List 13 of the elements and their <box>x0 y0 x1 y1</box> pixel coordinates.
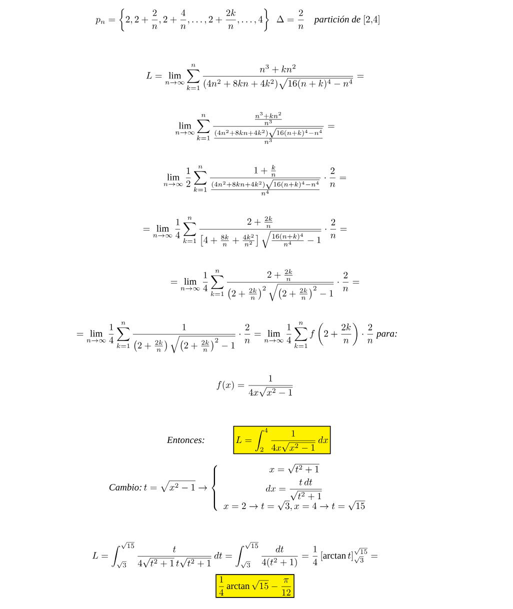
math-formula: $\textit{Cambio:}\,t=\sqrt{x^2-1}\to\left\{\begin{array}{c}x=\sqrt{t^2+1}\\[3pt] dx=\dfrac{t\,dt}{\sqrt{t^2+1}}\\[3pt] x=2\to t=\sqrt{3},x=4\to t=\sqrt{15}\end{array}\right.$ <box>110 464 366 511</box>
math-formula: $=\lim\limits_{n\to\infty}\frac{1}{4}\sum_{k=1}^{n}\frac{2+\frac{2k}{n}}{\left[4+\frac{8k}{n}+\frac{4k^2}{n^2}\right]\sqrt{\frac{16(n+k)^4}{n^4}-1}}\cdot\frac{2}{n}=$ <box>143 216 347 248</box>
math-formula: $=\lim\limits_{n\to\infty}\frac{1}{4}\sum_{k=1}^{n}\frac{2+\frac{2k}{n}}{\left(2+\frac{2k}{n}\right)^2\sqrt{\left(2+\frac{2k}{n}\right)^2-1}}\cdot\frac{2}{n}=$ <box>170 269 360 302</box>
math-formula: $\textit{Entonces:}$ <box>166 436 204 444</box>
math-formula: $=\lim\limits_{n\to\infty}\frac{1}{4}\sum_{k=1}^{n}\frac{1}{\left(2+\frac{2k}{n}\right)\sqrt{\left(2+\frac{2k}{n}\right)^2-1}}\cdot\frac{2}{n}=\lim\limits_{n\to\infty}\frac{1}{4}\sum_{k=1}^{n}f\left(2+\frac{2k}{n}\right)\cdot\frac{2}{n}\ \textit{para:}$ <box>76 322 397 354</box>
highlighted-result-box: $\frac{1}{4}\arctan\sqrt{15}-\frac{\pi}{12}$ <box>216 574 294 598</box>
math-formula: $f(x)=\frac{1}{4x\sqrt{x^2-1}}$ <box>216 375 293 397</box>
math-formula: $L=\int_{\sqrt{3}}^{\sqrt{15}}\frac{t}{4\sqrt{t^2+1}\,t\sqrt{t^2+1}}\,dt=\int_{\sqrt{3}}^{\sqrt{15}}\frac{dt}{4(t^2+1)}=\frac{1}{4}\left[\arctan t\right]_{\sqrt{3}}^{\sqrt{15}}=$ <box>92 542 378 568</box>
math-formula: $\lim\limits_{n\to\infty}\sum_{k=1}^{n}\frac{\frac{n^3+kn^2}{n^3}}{\frac{(4n^2+8kn+4k^2)\sqrt{16(n+k)^4-n^4}}{n^3}}=$ <box>175 112 334 144</box>
math-formula: $p_n=\left\{2,2+\frac{2}{n},2+\frac{4}{n},\ldots,2+\frac{2k}{n},\ldots,4\right\}\ \ \Delta=\frac{2}{n}\quad \textit{partición de}\ [2{,}4]$ <box>95 8 380 32</box>
highlighted-result-box: $L=\int_2^4\frac{1}{4x\sqrt{x^2-1}}\,dx$ <box>233 426 331 454</box>
math-formula: $L=\lim\limits_{n\to\infty}\sum_{k=1}^{n}\frac{n^3+kn^2}{(4n^2+8kn+4k^2)\sqrt{16(n+k)^4-n^4}}=$ <box>146 64 364 90</box>
math-formula: $\lim\limits_{n\to\infty}\frac{1}{2}\sum_{k=1}^{n}\frac{1+\frac{k}{n}}{\frac{(4n^2+8kn+4k^2)\sqrt{16(n+k)^4-n^4}}{n^4}}\cdot\frac{2}{n}=$ <box>164 164 346 196</box>
